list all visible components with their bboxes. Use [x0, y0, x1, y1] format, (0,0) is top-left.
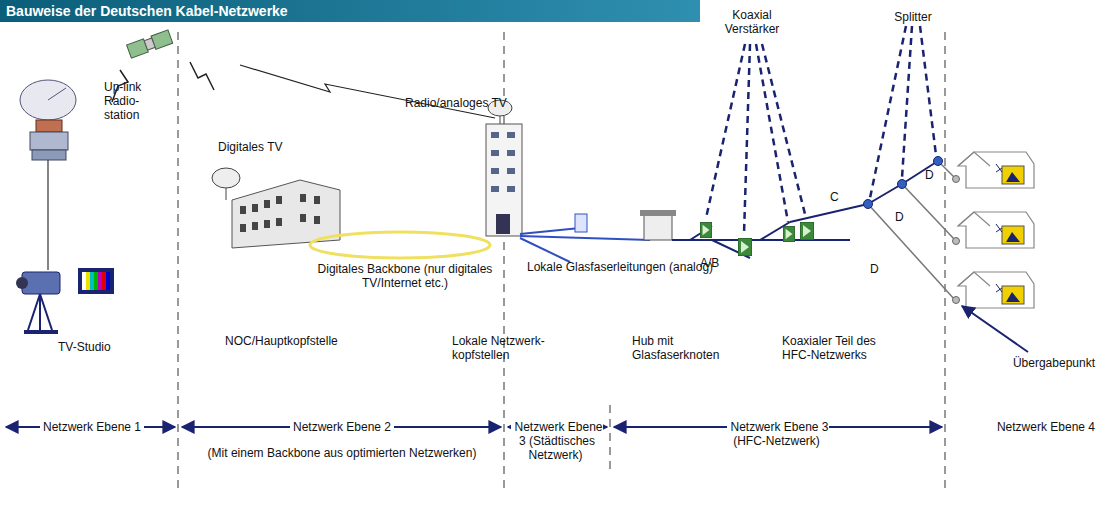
- level-label: Netzwerk Ebene 3 (HFC-Netzwerk): [713, 420, 843, 448]
- level-label: Netzwerk Ebene 3 (Städtisches Netzwerk): [508, 420, 606, 462]
- signal-label: Digitales TV: [218, 140, 282, 154]
- part-label: Koaxialer Teil des HFC-Netzwerks: [782, 334, 894, 362]
- part-label: TV-Studio: [58, 340, 111, 354]
- part-label: Hub mit Glasfaserknoten: [632, 334, 727, 362]
- callout-label: Übergabepunkt: [1013, 356, 1095, 370]
- level-label: Netzwerk Ebene 4: [997, 420, 1095, 434]
- callout-label: Koaxial Verstärker: [712, 8, 792, 36]
- callout-label: Splitter: [894, 10, 931, 24]
- signal-label: Radio/analoges TV: [405, 96, 507, 110]
- part-label: Lokale Glasfaserleitungen (analog): [527, 260, 713, 274]
- segment-label: D: [925, 168, 934, 182]
- segment-label: C: [830, 190, 839, 204]
- part-label: Lokale Netzwerk-kopfstellen: [452, 334, 552, 362]
- note-label: (Mit einem Backbone aus optimierten Netz…: [207, 446, 477, 460]
- level-label: Netzwerk Ebene 1: [40, 420, 144, 434]
- diagram-title: Bauweise der Deutschen Kabel-Netzwerke: [6, 3, 288, 19]
- station-label: Up-link Radio-station: [104, 80, 156, 122]
- part-label: NOC/Hauptkopfstelle: [225, 334, 338, 348]
- segment-label: D: [895, 210, 904, 224]
- part-label: Digitales Backbone (nur digitales TV/Int…: [300, 262, 510, 290]
- segment-label: D: [870, 262, 879, 276]
- level-label: Netzwerk Ebene 2: [290, 420, 394, 434]
